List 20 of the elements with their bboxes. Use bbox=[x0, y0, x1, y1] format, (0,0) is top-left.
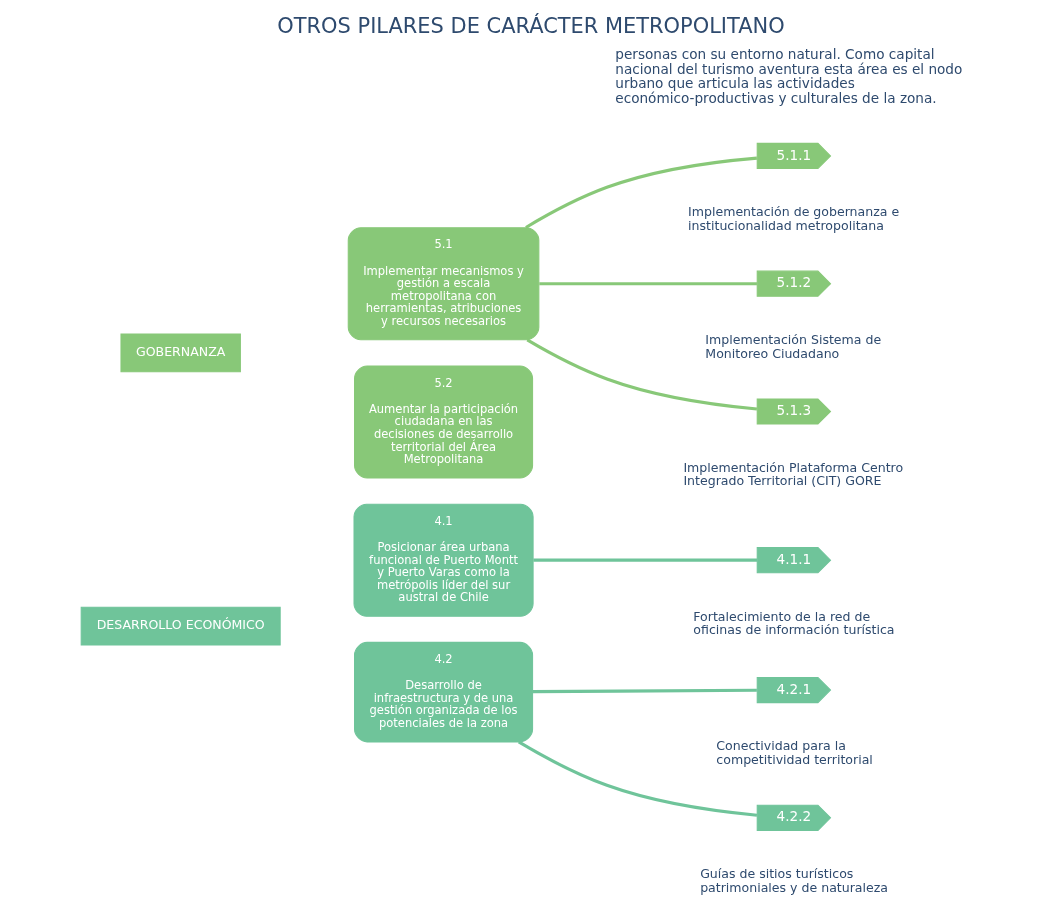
diagram-title: OTROS PILARES DE CARÁCTER METROPOLITANO bbox=[277, 14, 785, 39]
node-box: 5.2 Aumentar la participación ciudadana en las decisiones de desarrollo territorial del Área Metropolitana bbox=[354, 365, 534, 479]
connector bbox=[525, 156, 757, 229]
node-box: 4.2 Desarrollo de infraestructura y de una gestión organizada de los potenciales de la zona bbox=[354, 641, 534, 743]
node-label: Fortalecimiento de la red de oficinas de información turística bbox=[693, 608, 895, 638]
connector bbox=[539, 282, 757, 286]
node-label: Conectividad para la competitividad territorial bbox=[716, 738, 873, 767]
node-label: Implementación de gobernanza e institucionalidad metropolitana bbox=[688, 204, 900, 233]
connector bbox=[532, 688, 757, 694]
node-label: Guías de sitios turísticos patrimoniales y de naturaleza bbox=[700, 866, 889, 895]
connector bbox=[517, 740, 758, 817]
connector bbox=[533, 558, 757, 562]
node-label: Implementación Plataforma Centro Integrado Territorial (CIT) GORE bbox=[683, 459, 904, 489]
node-box: 4.1 Posicionar área urbana funcional de Puerto Montt y Puerto Varas como la metrópolis líder del sur austral de Chile bbox=[353, 503, 534, 617]
node-box: DESARROLLO ECONÓMICO bbox=[80, 606, 281, 646]
connector bbox=[526, 338, 758, 411]
node-label: Implementación Sistema de Monitoreo Ciudadano bbox=[705, 332, 882, 361]
node-box: 5.1 Implementar mecanismos y gestión a escala metropolitana con herramientas, atribuciones y recursos necesarios bbox=[347, 227, 540, 341]
node-box: GOBERNANZA bbox=[120, 333, 241, 373]
label: personas con su entorno natural. Como capital nacional del turismo aventura esta área es el nodo urbano que articula las actividades económico-productivas y culturales de la zona. bbox=[615, 45, 963, 106]
